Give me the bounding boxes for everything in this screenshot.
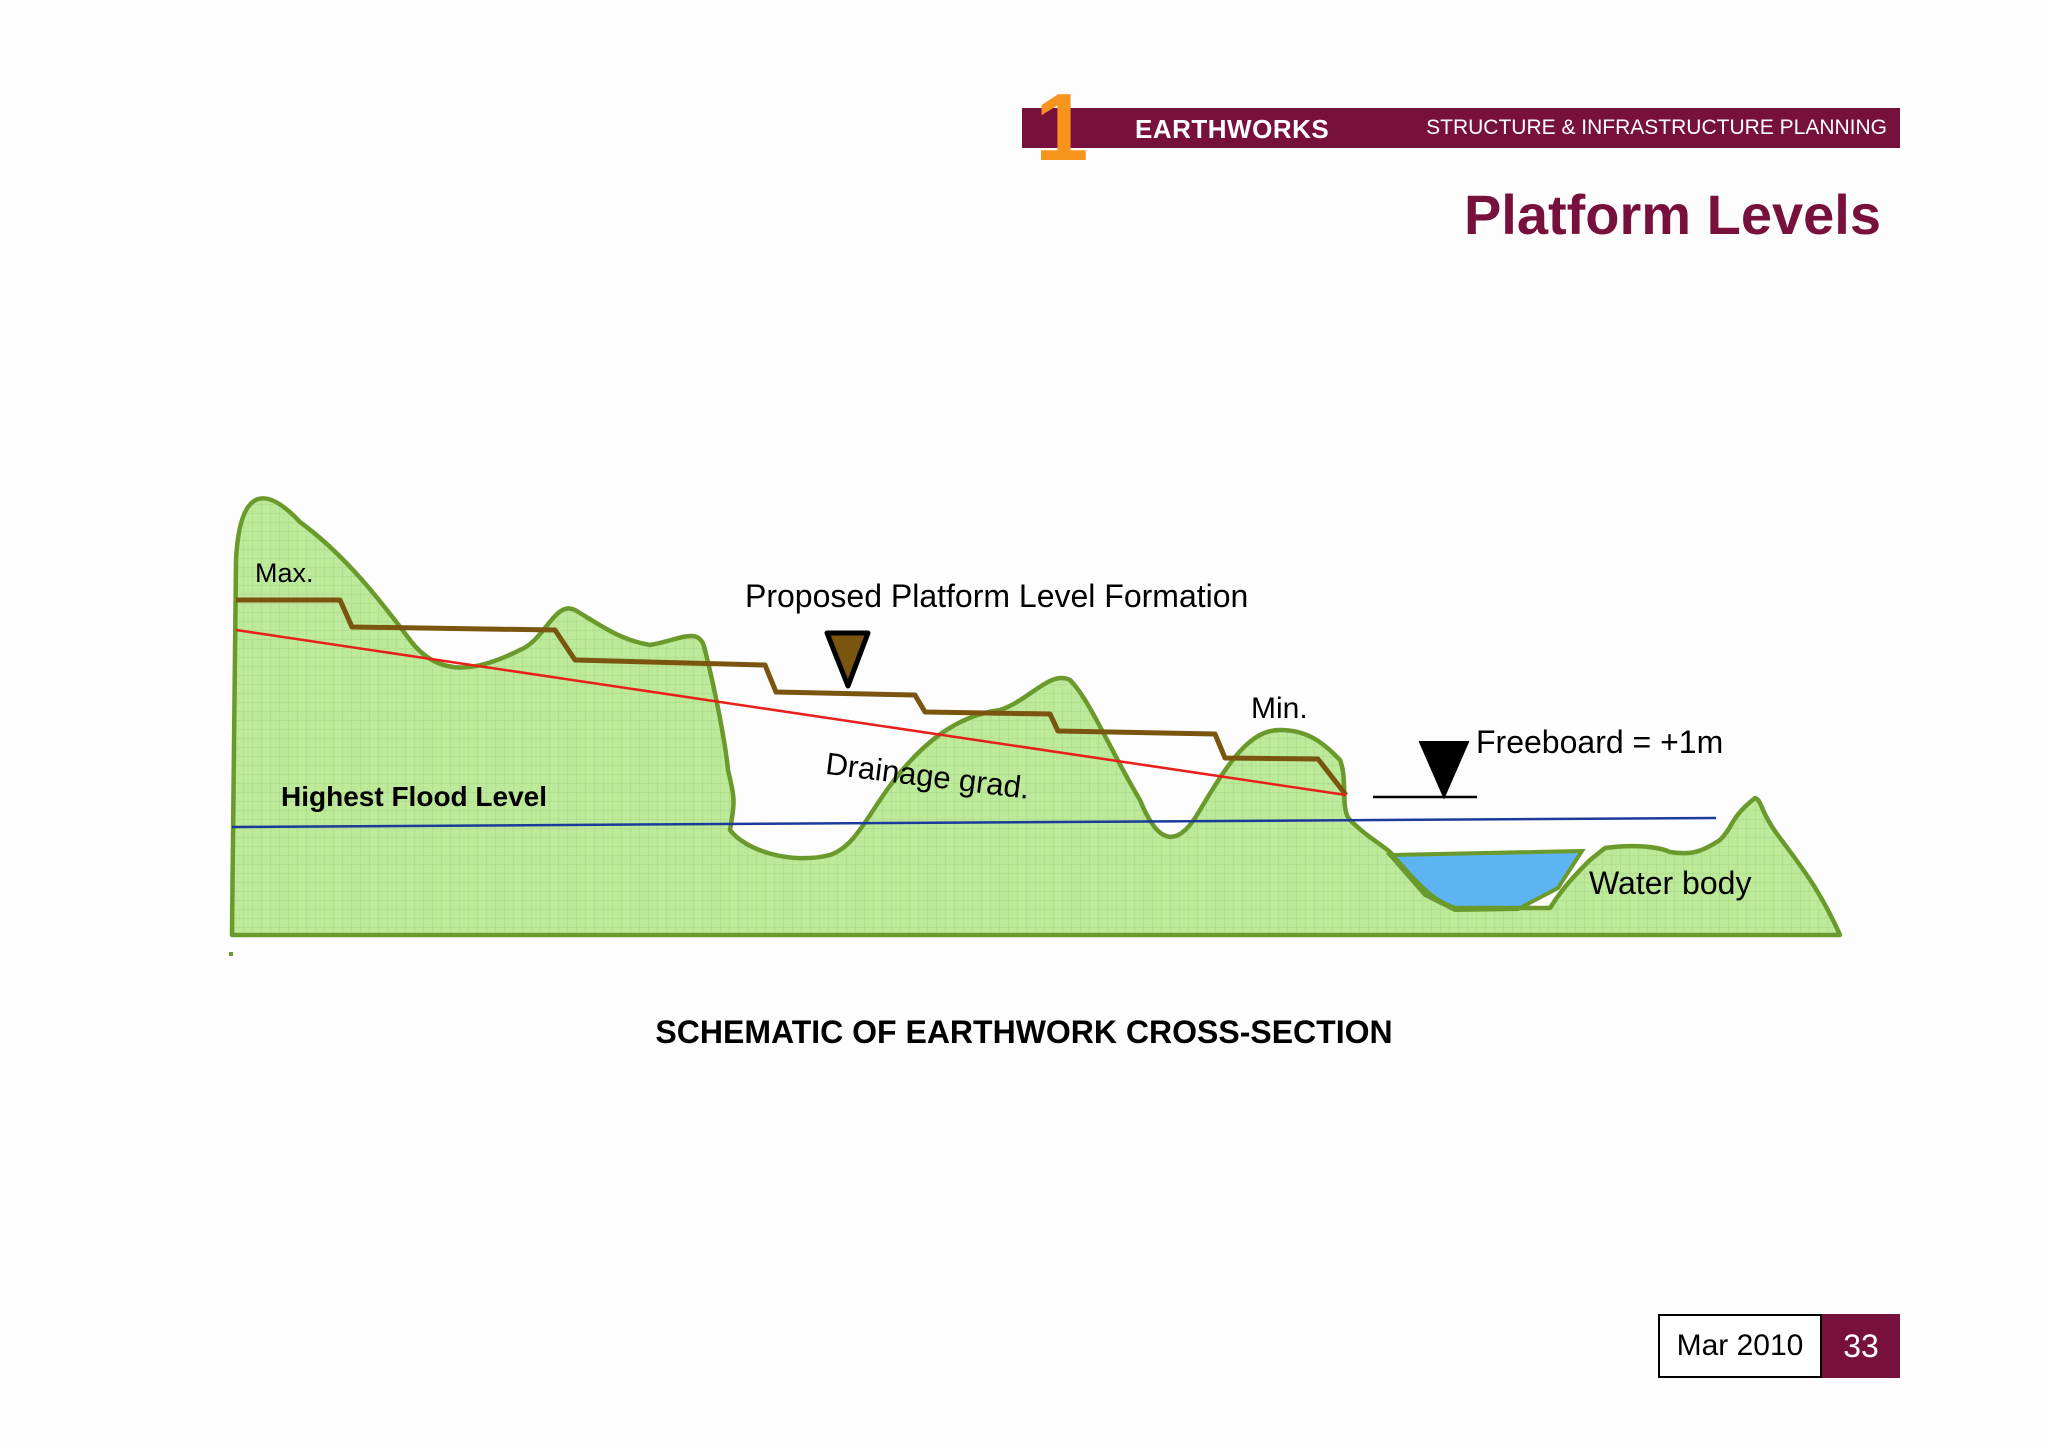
section-title: EARTHWORKS <box>1135 114 1330 144</box>
section-number: 1 <box>1035 74 1089 181</box>
min-label: Min. <box>1251 692 1308 725</box>
platform-level-marker-icon <box>824 630 871 689</box>
small-dot <box>229 952 233 956</box>
highest-flood-level-label: Highest Flood Level <box>281 781 548 812</box>
proposed-platform-line <box>236 597 1348 797</box>
footer-date: Mar 2010 <box>1658 1314 1822 1378</box>
diagram-caption: SCHEMATIC OF EARTHWORK CROSS-SECTION <box>655 1014 1393 1050</box>
drainage-gradient-line <box>235 628 1347 797</box>
proposed-platform-label: Proposed Platform Level Formation <box>745 578 1249 614</box>
terrain-outline <box>229 496 1843 938</box>
page-title: Platform Levels <box>1463 183 1881 246</box>
header-subtitle: STRUCTURE & INFRASTRUCTURE PLANNING <box>1426 116 1887 139</box>
max-label: Max. <box>255 558 314 588</box>
terrain-grid-overlay <box>232 498 1840 935</box>
freeboard-label: Freeboard = +1m <box>1476 724 1724 760</box>
freeboard-marker-icon <box>1418 741 1470 800</box>
highest-flood-level-line <box>231 816 1717 829</box>
header-bar <box>1022 108 1900 148</box>
water-body-label: Water body <box>1589 865 1752 901</box>
page-number: 33 <box>1822 1314 1900 1378</box>
